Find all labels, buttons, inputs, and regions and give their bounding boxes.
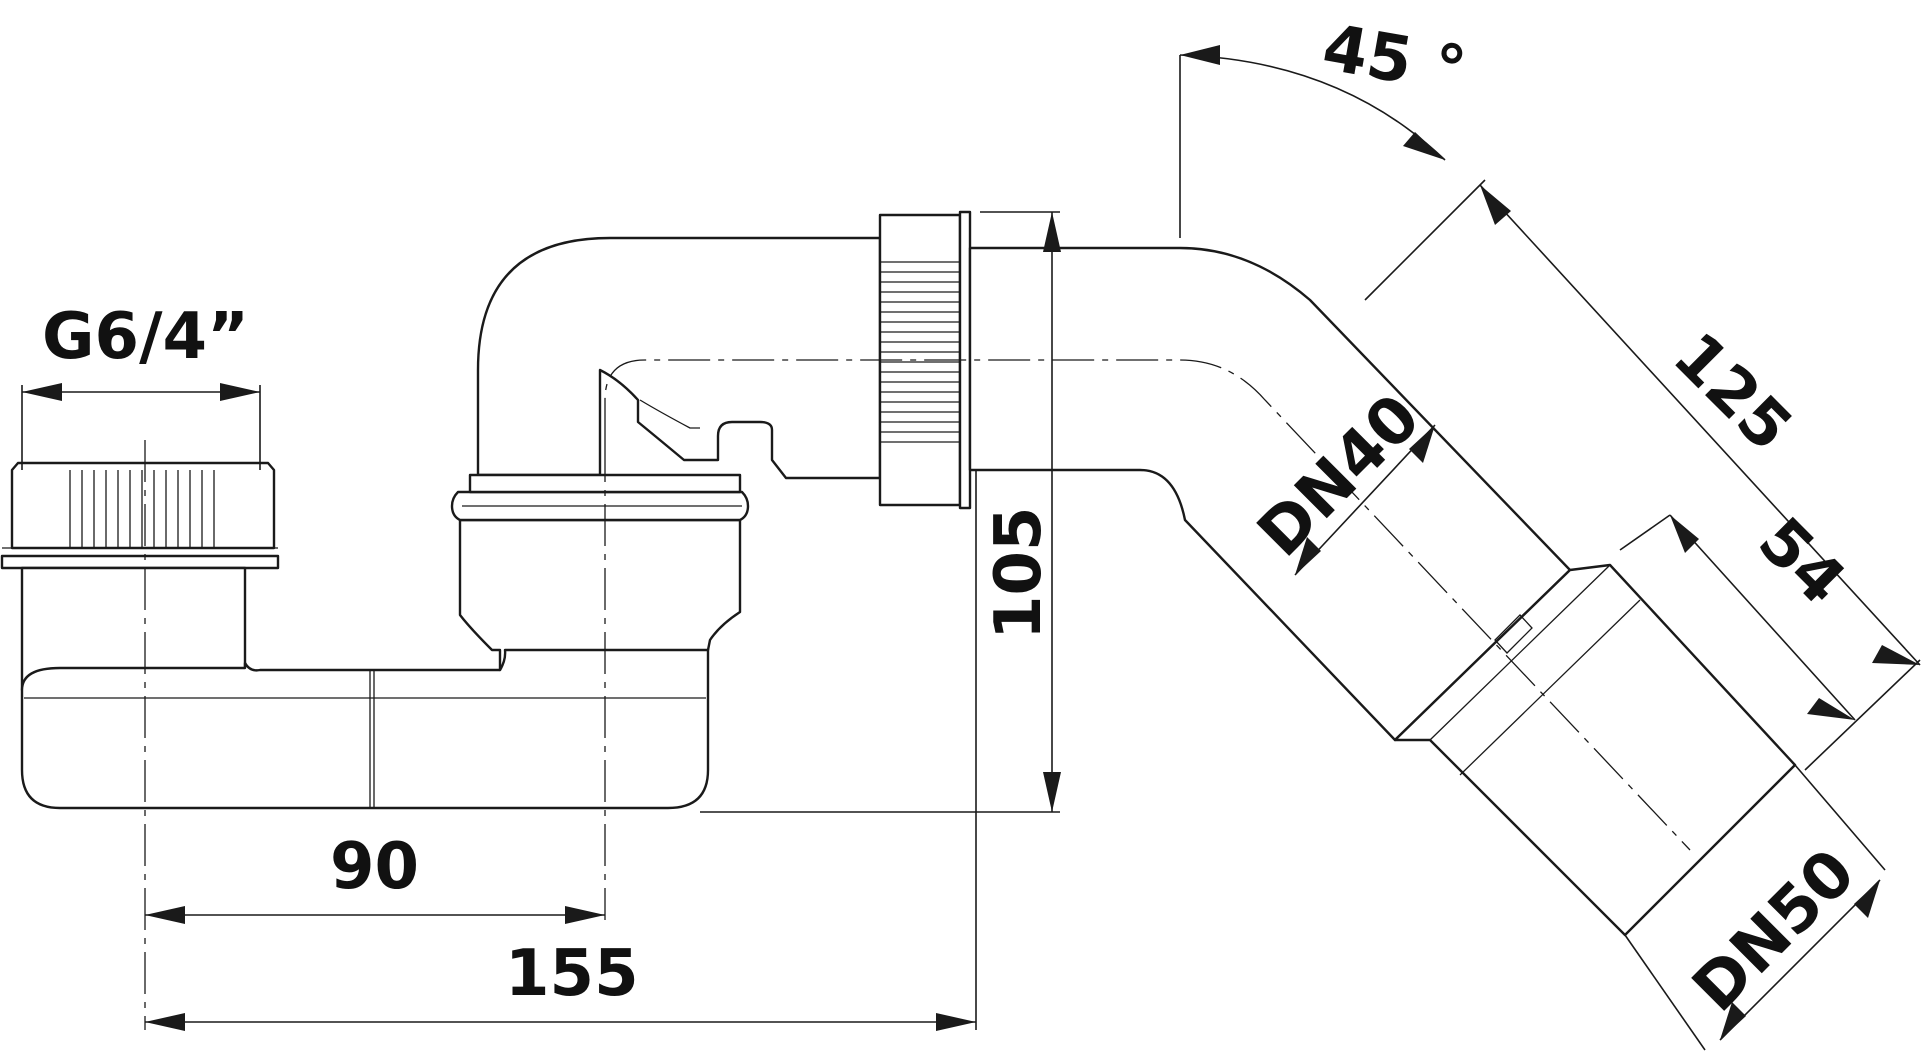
center-lines (144, 359, 1691, 1030)
label-angle: 45 ° (1317, 11, 1471, 109)
label-length-inner: 90 (330, 830, 419, 904)
left-nut (10, 461, 276, 550)
middle-housing (458, 518, 742, 672)
left-nut-flange (0, 554, 280, 570)
label-length-socket: 54 (1744, 504, 1859, 619)
outlet-bend-pipe (968, 246, 1572, 742)
socket-shoulder (1429, 564, 1611, 741)
dimension-lines (21, 45, 1921, 1051)
label-length-outlet: 125 (1659, 319, 1806, 466)
right-nut-grooves (880, 261, 960, 443)
siphon-body (0, 210, 1797, 937)
label-height: 105 (982, 506, 1056, 640)
label-thread-size: G6/4” (42, 300, 249, 374)
label-dn-outlet: DN50 (1679, 836, 1870, 1027)
label-length-total: 155 (505, 937, 639, 1011)
top-elbow (476, 236, 882, 480)
left-nut-grooves (69, 470, 215, 548)
